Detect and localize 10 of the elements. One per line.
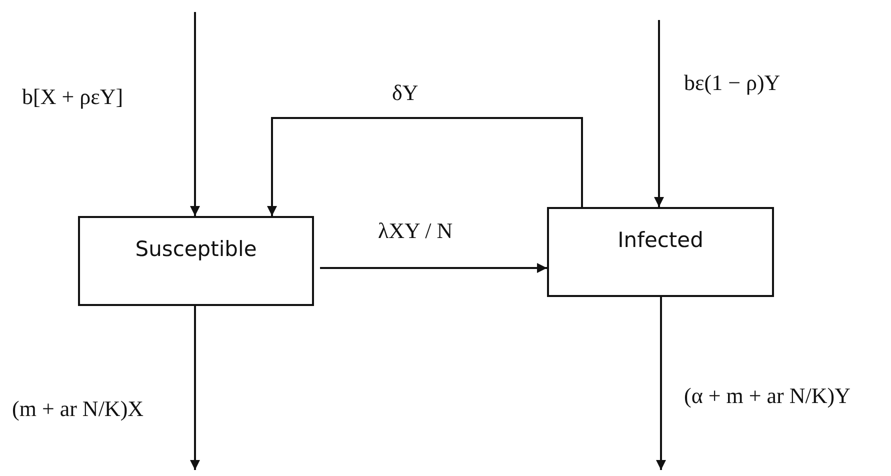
- arrow: [190, 12, 200, 216]
- compartment-label: Infected: [618, 228, 704, 252]
- arrow: [320, 263, 547, 273]
- arrow: [654, 20, 664, 207]
- compartment-box: [78, 216, 314, 306]
- compartment-label: Susceptible: [135, 237, 257, 261]
- arrow: [267, 117, 583, 216]
- compartment-box: [547, 207, 774, 297]
- arrow: [656, 297, 666, 470]
- arrow: [190, 306, 200, 470]
